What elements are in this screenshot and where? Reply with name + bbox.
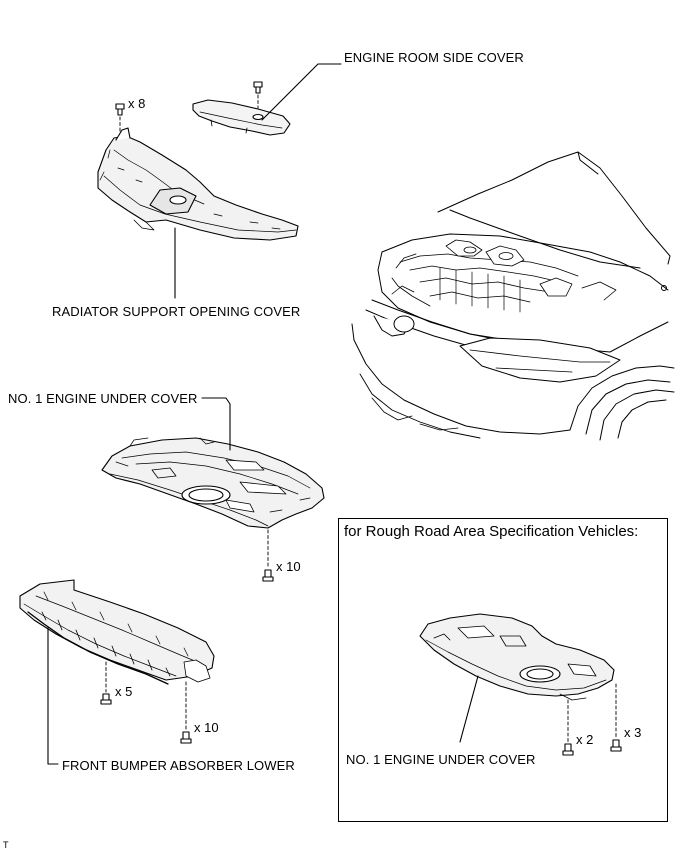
inset-box xyxy=(338,518,668,822)
radiator-support-opening-cover xyxy=(97,127,299,241)
qty-inset-right: x 3 xyxy=(624,725,642,740)
corner-mark: T xyxy=(3,840,9,850)
label-inset-no1-engine-under-cover: NO. 1 ENGINE UNDER COVER xyxy=(346,752,536,767)
no1-engine-under-cover xyxy=(101,437,325,529)
inset-bolt-left xyxy=(562,699,574,756)
label-radiator-support-opening-cover: RADIATOR SUPPORT OPENING COVER xyxy=(52,304,301,319)
label-front-bumper-absorber-lower: FRONT BUMPER ABSORBER LOWER xyxy=(62,758,295,773)
side-cover-clip xyxy=(253,81,263,109)
inset-no1-engine-under-cover xyxy=(419,613,615,701)
leader-no1-engine-under-cover xyxy=(201,397,231,451)
under-cover-bolt xyxy=(262,529,274,582)
label-engine-room-side-cover: ENGINE ROOM SIDE COVER xyxy=(344,50,524,65)
qty-radiator-clips: x 8 xyxy=(128,96,146,111)
front-bumper-absorber-lower xyxy=(19,579,215,685)
qty-absorber-bolts: x 10 xyxy=(194,720,219,735)
inset-title: for Rough Road Area Specification Vehicl… xyxy=(344,523,639,540)
inset-bolt-right xyxy=(610,683,622,752)
qty-engine-under-cover-bolts: x 10 xyxy=(276,559,301,574)
label-no1-engine-under-cover: NO. 1 ENGINE UNDER COVER xyxy=(8,391,198,406)
engine-room-side-cover xyxy=(192,99,291,136)
leader-inset-under-cover xyxy=(459,675,479,743)
leader-front-bumper-absorber-lower xyxy=(47,627,59,765)
absorber-clip xyxy=(100,661,112,705)
leader-engine-room-side-cover xyxy=(261,63,342,121)
vehicle-front-illustration xyxy=(351,151,675,441)
qty-absorber-clips: x 5 xyxy=(115,684,133,699)
absorber-bolt xyxy=(180,681,192,744)
radiator-clip xyxy=(115,103,125,133)
qty-inset-left: x 2 xyxy=(576,732,594,747)
